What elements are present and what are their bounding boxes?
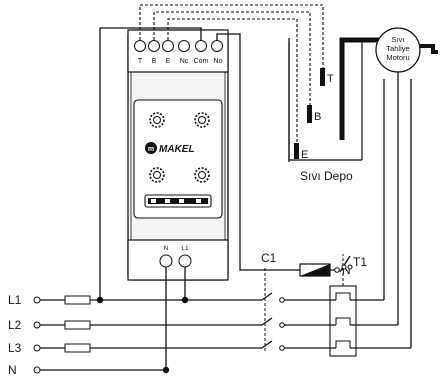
liquid-tank: T B E Sıvı Depo [288,37,382,183]
relay-top-terminal-block [127,29,229,73]
thermal-element-3 [335,340,351,348]
line-label-l2: L2 [8,318,22,332]
level-relay: T B E Nc Com No m MAKE [127,29,229,281]
contactor-c1: N C1 [261,251,351,352]
discharge-pipe [420,44,438,54]
terminal-screw-l1 [178,254,192,268]
terminal-screw-e [162,40,174,52]
makel-logo: m MAKEL [145,142,195,155]
terminal-label-n: N [164,245,169,252]
contactor-label: C1 [261,251,277,265]
relay-knob-1[interactable] [149,112,165,128]
terminal-label-nc: Nc [180,58,189,65]
motor-label-line-3: Motoru [386,53,409,62]
junction-n-relay [162,366,170,374]
terminal-screw-b [148,40,160,52]
probe-wires [139,4,324,143]
thermal-relay-t1: T1 [329,254,367,357]
probe-e [294,143,299,159]
motor-feed-wires [383,72,412,348]
relay-terminal-screws [134,40,223,52]
contactor-contact-1 [261,292,273,301]
probe-label-b: B [314,111,321,123]
tank-label: Sıvı Depo [300,169,353,183]
terminal-label-e: E [166,58,171,65]
thermal-nc-contact [339,255,351,273]
relay-knob-4[interactable] [194,167,210,183]
fuse-l3 [64,343,91,353]
control-wires [99,27,300,370]
drain-motor: Sıvı Tahliye Motoru [375,27,438,73]
relay-knob-3[interactable] [149,167,165,183]
junction-l1-relay [181,296,189,304]
junction-l1-com [96,296,104,304]
terminal-screw-nc [178,40,190,52]
led-4 [196,199,201,203]
relay-knob-2[interactable] [194,112,210,128]
relay-bottom-terminal-block [127,239,229,281]
terminal-label-l1: L1 [181,245,189,252]
terminal-screw-t [134,40,146,52]
led-3 [179,199,184,203]
probe-b [307,105,312,123]
led-strip-band [148,198,208,204]
motor-label-line-1: Sıvı [392,35,405,44]
terminal-label-b: B [152,58,157,65]
thermal-relay-box [329,285,357,357]
terminal-label-no: No [214,58,223,65]
relay-front-panel [133,99,223,219]
supply-lines: L1 L2 L3 N [8,293,411,377]
thermal-label: T1 [353,255,367,269]
probe-label-e: E [301,149,308,161]
line-label-n: N [8,363,17,377]
contactor-n-terminal [334,267,340,273]
terminal-label-com: Com [194,58,209,65]
suction-pipe [339,37,382,140]
fuse-l1 [64,295,91,305]
led-2 [165,199,170,203]
contactor-contact-3 [261,340,273,349]
line-label-l1: L1 [8,293,22,307]
svg-text:m: m [148,146,154,153]
contactor-n-label: N [342,263,351,277]
contactor-contact-2 [261,317,273,326]
line-label-l3: L3 [8,341,22,355]
terminal-screw-no [211,40,223,52]
brand-name: MAKEL [159,144,195,155]
terminal-screw-com [195,40,207,52]
motor-label-line-2: Tahliye [386,44,409,53]
thermal-element-1 [335,292,351,300]
terminal-screw-n [159,254,173,268]
terminal-label-t: T [138,58,143,65]
contactor-coil-symbol [300,264,330,276]
led-1 [151,199,156,203]
probe-label-t: T [327,73,334,85]
fuse-l2 [64,320,91,330]
probe-t [320,68,325,86]
thermal-element-2 [335,317,351,325]
